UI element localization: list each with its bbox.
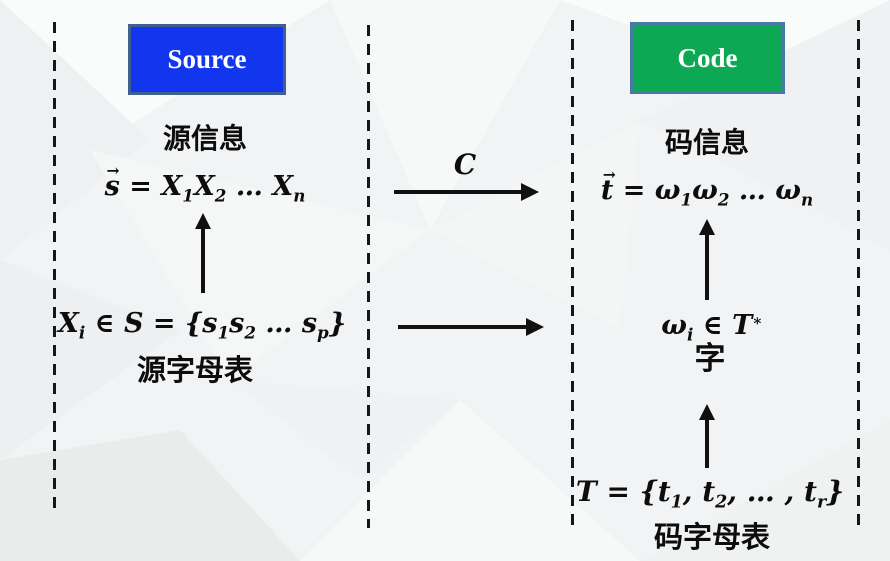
code-alphabet-formula: T = {t1, t2, … , tr} — [575, 475, 845, 513]
mapping-label: C — [453, 148, 477, 181]
code-word-label: 字 — [694, 341, 726, 377]
code-message-label: 码信息 — [664, 126, 750, 159]
code-box-label: Code — [677, 42, 738, 73]
mapping-arrow-alphabet — [398, 318, 544, 336]
code-up-arrow-word — [699, 404, 715, 468]
source-alphabet-formula: Xi ∈ S = {s1s2 … sp} — [57, 308, 347, 343]
source-up-arrow — [195, 213, 211, 293]
code-alphabet-label: 码字母表 — [653, 520, 771, 554]
code-message-formula: →t = ω1ω2 … ωn — [600, 164, 814, 210]
source-box-label: Source — [167, 44, 247, 74]
dashed-divider-1 — [53, 22, 56, 513]
mapping-arrow-message — [394, 183, 539, 201]
code-up-arrow-message — [699, 219, 715, 300]
source-message-label: 源信息 — [162, 122, 248, 155]
code-word-formula: ωi ∈ T∗ — [661, 310, 763, 345]
dashed-divider-4 — [857, 20, 860, 529]
source-box: Source — [128, 24, 286, 95]
dashed-divider-2 — [367, 25, 370, 528]
code-box: Code — [630, 22, 785, 94]
dashed-divider-3 — [571, 20, 574, 528]
source-message-formula: →s = X1X2 … Xn — [104, 160, 306, 206]
source-alphabet-label: 源字母表 — [136, 353, 254, 387]
